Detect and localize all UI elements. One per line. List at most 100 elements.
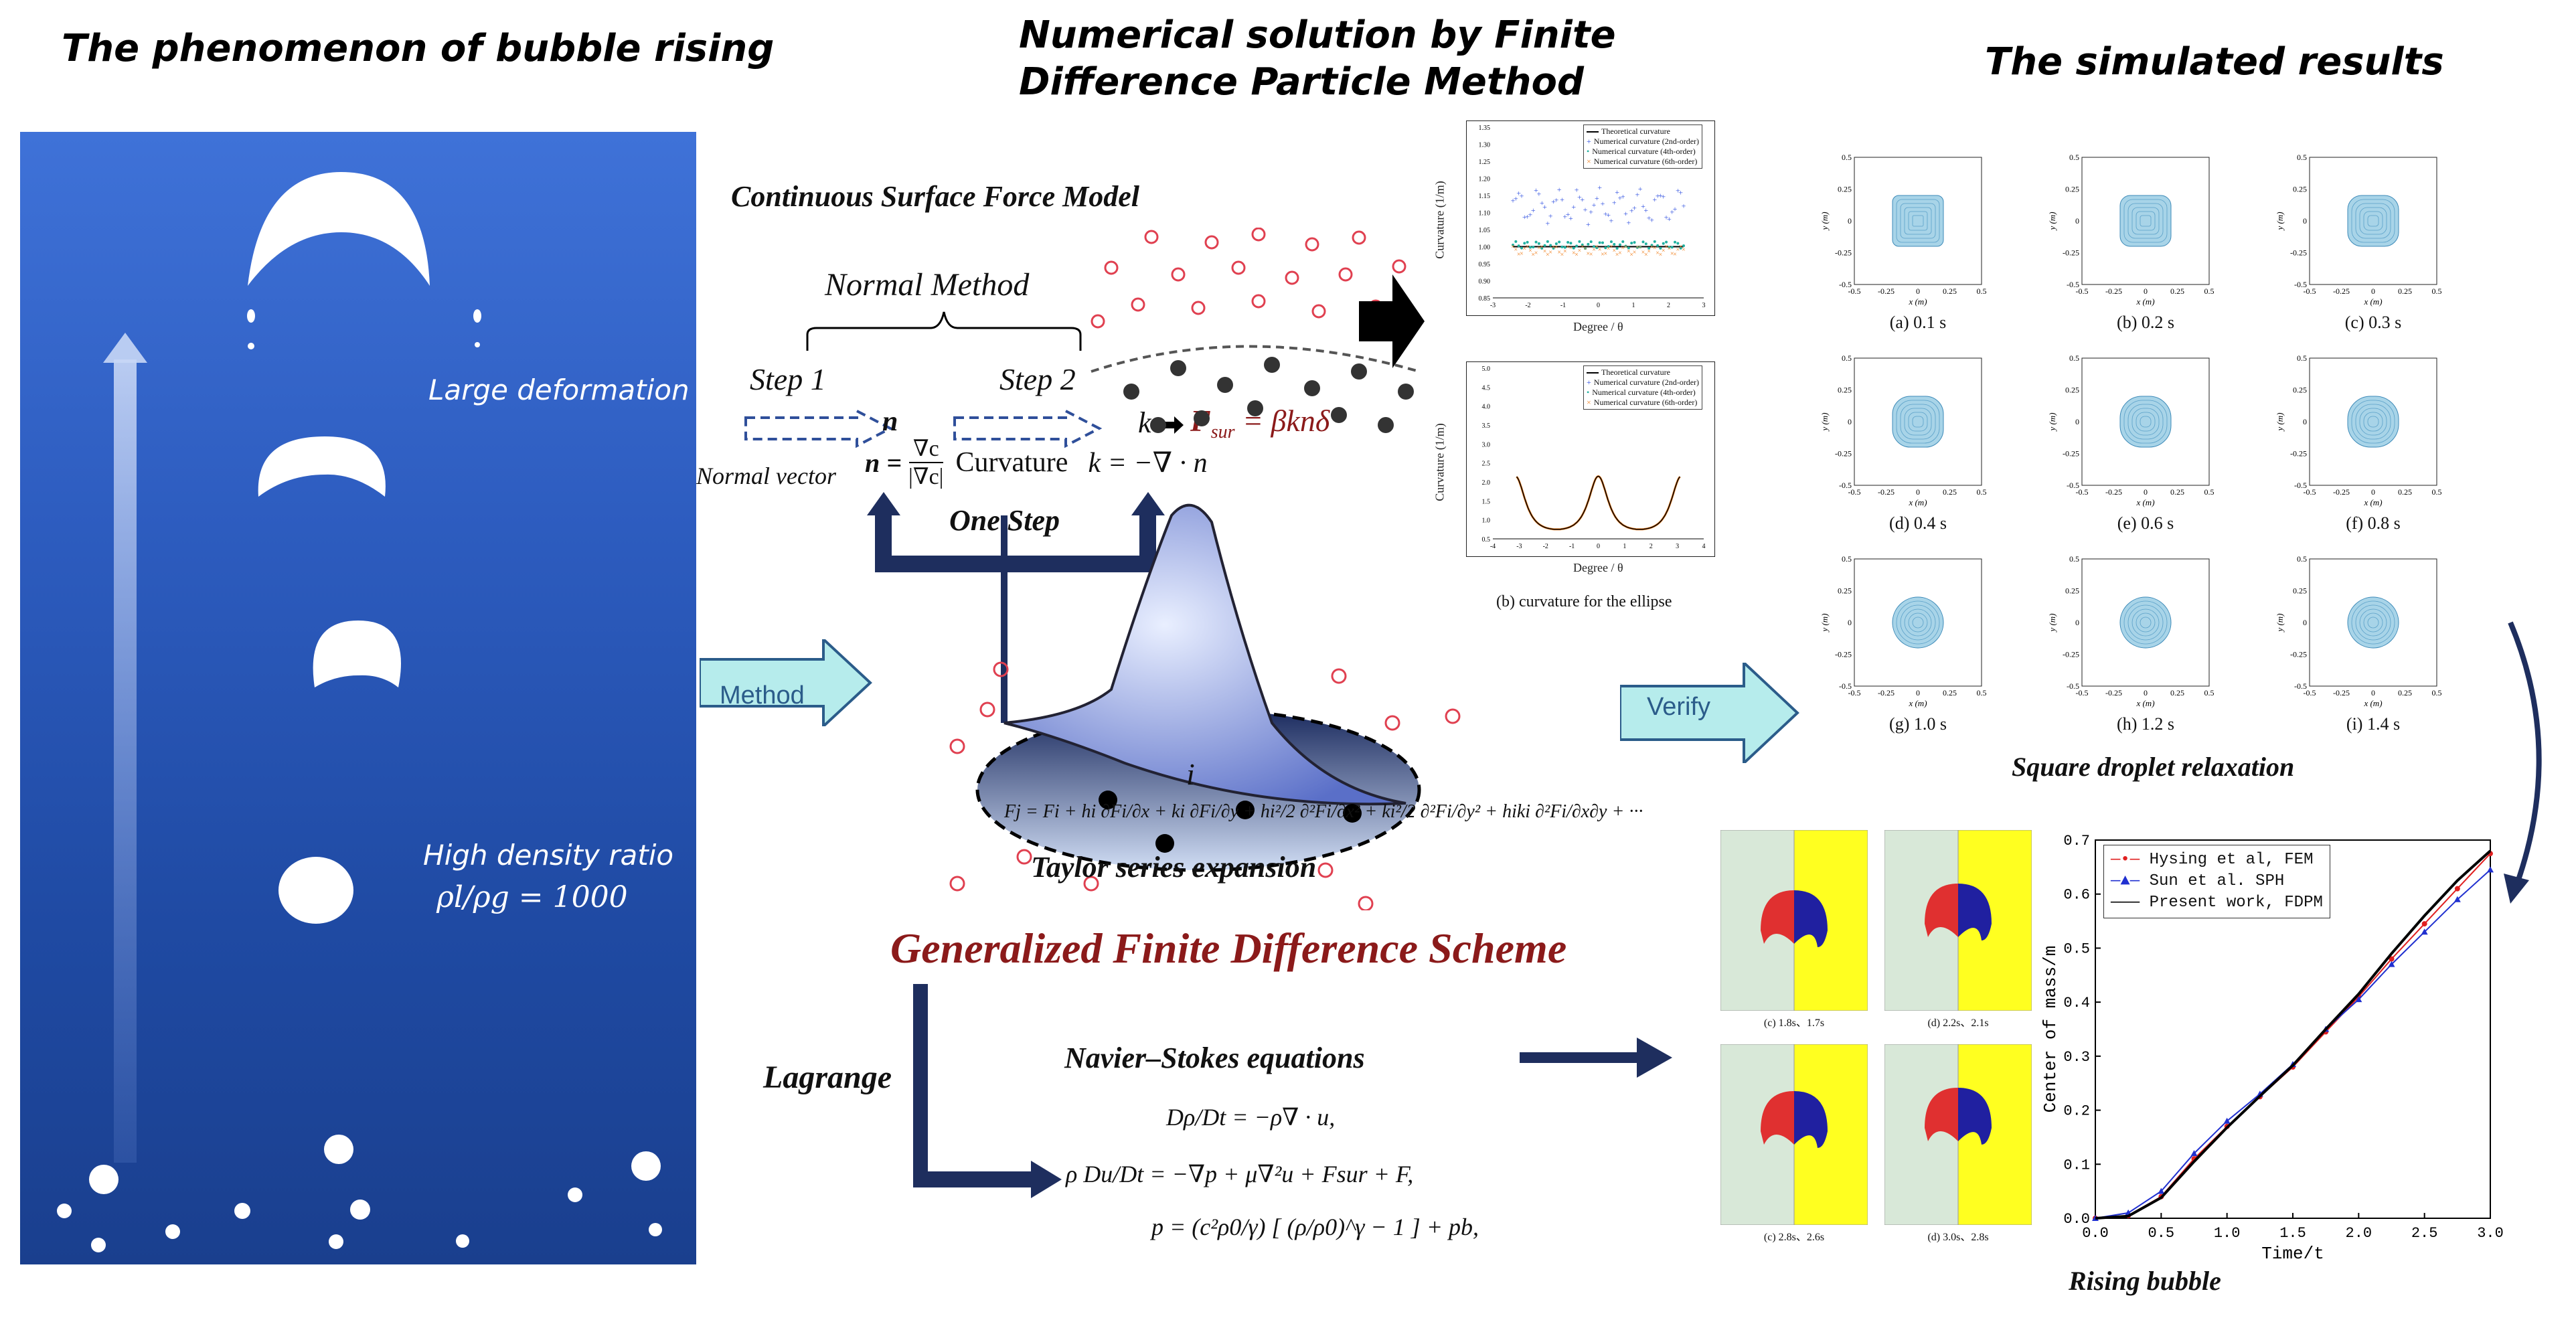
curvature-label: Curvature [955,447,1068,478]
point-2nd: + [1566,210,1571,219]
method-arrow [700,639,872,726]
point-4th [1587,242,1590,246]
droplet-xtick: 0.25 [2170,286,2184,296]
point-6th: × [1592,246,1596,254]
droplet-panel-label: (c) 0.3 s [2344,313,2402,332]
point-2nd: + [1682,201,1686,210]
ns-equations-title: Navier–Stokes equations [1064,1042,1365,1074]
square-droplet-title: Square droplet relaxation [2012,752,2295,782]
droplet-xlabel: x (m) [1908,497,1927,507]
droplet-ring [2127,604,2164,641]
point-6th: × [1673,251,1677,258]
k-to-fsur-arrow [1161,416,1184,434]
point-2nd: + [1629,205,1634,215]
droplet-ring [2123,400,2168,444]
point-2nd: + [1647,213,1652,222]
point-6th: × [1528,247,1532,254]
point-4th [1665,240,1668,244]
droplet-ring [2131,207,2160,235]
point-4th [1615,247,1619,250]
droplet-xtick: -0.5 [2304,286,2316,296]
point-2nd: + [1676,186,1680,195]
point-2nd: + [1595,193,1599,203]
spherical-bubble [278,857,353,924]
droplet-shape [2347,596,2399,649]
series-point-sun [2190,1150,2198,1157]
com-legend-sun-text: Sun et al. SPH [2149,872,2285,890]
lagrange-arrow [913,984,1062,1198]
n-symbol: n [882,406,898,437]
x-tick-label: 2.0 [2346,1225,2372,1242]
droplet-xtick: -0.25 [2105,286,2122,296]
droplet-xlabel: x (m) [2136,497,2154,507]
verify-arrow-label: Verify [1647,693,1711,721]
ytick-label: 3.5 [1482,422,1491,430]
point-2nd: + [1514,193,1518,203]
droplet-panel-label: (b) 0.2 s [2117,313,2174,332]
droplet-xtick: -0.25 [1878,286,1895,296]
point-6th: × [1531,251,1535,258]
droplet-ytick: -0.25 [1835,449,1852,459]
node-i-label: i [1186,757,1195,791]
droplet-xtick: -0.5 [1848,487,1861,497]
point-2nd: + [1635,190,1639,199]
point-6th: × [1563,248,1567,256]
legend-b-theoretical: Theoretical curvature [1587,367,1699,378]
droplet-xtick: -0.5 [2304,688,2316,697]
series-point-sun [2223,1117,2231,1124]
droplet-shape [2347,195,2399,247]
droplet-ytick: -0.25 [2290,248,2307,258]
point-2nd: + [1560,195,1564,204]
droplet-ring [2351,199,2395,243]
point-4th [1584,247,1587,250]
droplet-ytick: 0.25 [1838,586,1852,596]
droplet-ytick: -0.5 [2294,481,2307,490]
point-2nd: + [1678,187,1683,197]
droplet-xlabel: x (m) [2136,698,2154,708]
snapshot-panel: (d) 3.0s、2.8s [1884,1044,2035,1245]
normal-formula-fraction: ∇c |∇c| [908,435,943,490]
droplet-ytick: -0.5 [2294,681,2307,691]
droplet-ytick: 0 [2303,216,2307,226]
droplet-xtick: 0.25 [2170,688,2184,697]
droplet-ytick: 0.5 [2069,153,2079,162]
point-2nd: + [1568,214,1573,223]
droplet-xlabel: x (m) [2363,698,2382,708]
xtick-label: -1 [1560,302,1566,309]
droplet-shape [2347,396,2399,448]
point-2nd: + [1601,199,1605,208]
point-2nd: + [1580,195,1585,204]
point-2nd: + [1537,189,1542,199]
snapshot-image [1720,829,1868,1011]
deformed-bubble-small [313,621,401,687]
droplet-ytick: 0 [2075,417,2079,426]
ytick-label: 4.5 [1482,384,1491,392]
snapshot-image [1884,829,2032,1011]
point-4th [1650,244,1654,247]
droplet-xlabel: x (m) [2136,297,2154,307]
droplet-xtick: -0.5 [2304,487,2316,497]
point-6th: × [1589,251,1593,258]
step1-label: Step 1 [750,362,826,396]
point-4th [1633,241,1636,244]
point-4th [1639,245,1642,248]
point-6th: × [1682,246,1686,254]
point-4th [1598,241,1601,244]
droplet-xtick: -0.5 [2076,286,2089,296]
point-6th: × [1581,244,1585,251]
droplet-panel-label: (g) 1.0 s [1889,714,1947,734]
fsur-subscript: sur [1210,422,1235,443]
title-right: The simulated results [1985,40,2444,84]
ytick-label: 0.85 [1479,295,1491,303]
droplet-ring [1904,408,1932,436]
droplet-ring [2127,404,2164,440]
droplet-ring [2351,600,2395,645]
droplet-xlabel: x (m) [2363,497,2382,507]
point-2nd: + [1571,202,1576,212]
droplet-xtick: 0.5 [2204,688,2215,697]
com-legend-present-text: Present work, FDPM [2149,894,2323,912]
droplet-xtick: -0.25 [1878,688,1895,697]
